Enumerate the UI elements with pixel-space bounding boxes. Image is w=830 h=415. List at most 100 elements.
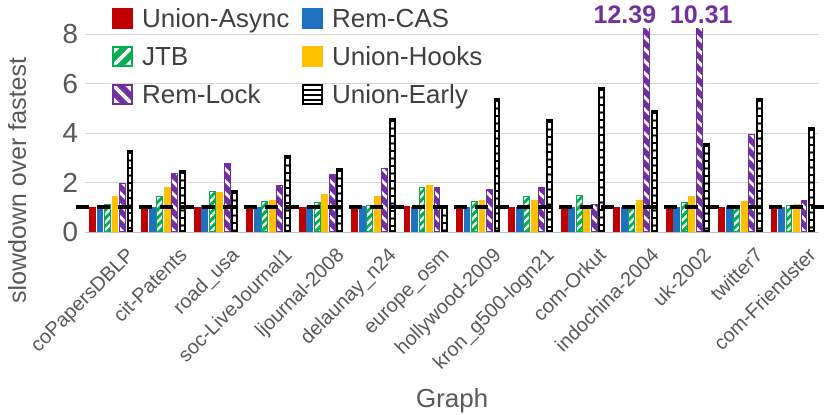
legend-item-union-hooks: Union-Hooks xyxy=(302,41,482,71)
legend-item-union-early: Union-Early xyxy=(302,79,482,109)
bar-rem-lock-com-orkut xyxy=(590,203,598,232)
bar-union-async-road_usa xyxy=(193,207,201,232)
bar-rem-cas-kron_g500-logn21 xyxy=(515,207,523,232)
y-axis-tick-label: 6 xyxy=(62,67,78,99)
bar-rem-lock-hollywood-2009 xyxy=(486,188,493,232)
bar-union-async-com-orkut xyxy=(560,207,568,232)
legend-item-jtb: JTB xyxy=(112,41,302,71)
bar-rem-lock-com-friendster xyxy=(800,199,808,232)
legend-item-union-async: Union-Async xyxy=(112,3,302,33)
bar-union-async-soc-livejournal1 xyxy=(246,207,254,232)
bar-union-hooks-cit-patents xyxy=(163,187,171,232)
rem-cas-swatch-icon xyxy=(302,7,323,29)
bar-union-early-com-orkut xyxy=(598,87,606,232)
legend-item-rem-cas: Rem-CAS xyxy=(302,3,482,33)
bar-jtb-twitter7 xyxy=(733,206,740,232)
gridline xyxy=(85,182,819,183)
bar-union-hooks-delaunay_n24 xyxy=(373,196,381,232)
bar-union-async-europe_osm xyxy=(403,206,411,232)
legend-label: Union-Hooks xyxy=(332,40,483,71)
bar-rem-lock-kron_g500-logn21 xyxy=(538,187,546,232)
bar-union-async-com-friendster xyxy=(770,207,778,232)
bar-union-early-indochina-2004 xyxy=(650,109,658,232)
bar-rem-cas-ljournal-2008 xyxy=(306,206,314,232)
bar-rem-lock-twitter7 xyxy=(748,134,755,232)
bar-union-early-com-friendster xyxy=(808,126,815,232)
bar-rem-cas-copapersdblp xyxy=(96,207,104,232)
bar-jtb-europe_osm xyxy=(418,187,426,232)
y-axis-tick-label: 0 xyxy=(62,216,78,247)
y-axis-title: slowdown over fastest xyxy=(4,57,32,303)
bar-rem-lock-road_usa xyxy=(223,162,231,232)
chart-legend: Union-Async Rem-CAS JTB Union-Hooks Rem-… xyxy=(112,3,482,109)
legend-label: Union-Async xyxy=(142,2,290,33)
bar-rem-cas-road_usa xyxy=(201,204,209,232)
gridline xyxy=(85,132,819,134)
bar-rem-lock-europe_osm xyxy=(433,187,441,232)
bar-jtb-copapersdblp xyxy=(104,203,111,232)
bar-union-async-delaunay_n24 xyxy=(351,207,358,232)
bar-rem-cas-soc-livejournal1 xyxy=(253,207,261,232)
legend-label: Rem-CAS xyxy=(332,2,450,33)
bar-rem-cas-com-friendster xyxy=(778,207,785,232)
bar-union-hooks-ljournal-2008 xyxy=(321,193,329,232)
bar-union-hooks-uk-2002 xyxy=(688,196,696,232)
bar-jtb-uk-2002 xyxy=(680,202,688,232)
bar-union-hooks-indochina-2004 xyxy=(635,199,643,232)
clipped-bar-value-label: 10.31 xyxy=(669,1,733,29)
bar-rem-cas-hollywood-2009 xyxy=(463,207,471,232)
bar-rem-cas-com-orkut xyxy=(568,207,576,232)
bar-rem-cas-uk-2002 xyxy=(673,207,681,232)
legend-label: JTB xyxy=(142,40,189,71)
x-axis-baseline xyxy=(85,232,819,233)
bar-rem-lock-uk-2002 xyxy=(695,28,703,232)
bar-union-early-delaunay_n24 xyxy=(388,118,396,232)
bar-rem-cas-indochina-2004 xyxy=(620,207,628,232)
bar-union-async-copapersdblp xyxy=(89,207,96,232)
y-axis-tick-label: 8 xyxy=(62,18,78,49)
union-early-swatch-icon xyxy=(302,83,323,105)
legend-item-rem-lock: Rem-Lock xyxy=(112,79,302,109)
bar-union-early-soc-livejournal1 xyxy=(283,155,291,232)
union-hooks-swatch-icon xyxy=(302,45,323,67)
legend-label: Rem-Lock xyxy=(142,78,261,109)
clipped-bar-value-label: 12.39 xyxy=(593,1,657,29)
union-async-swatch-icon xyxy=(112,7,133,29)
bar-rem-lock-cit-patents xyxy=(171,172,179,232)
bar-rem-cas-delaunay_n24 xyxy=(358,206,366,232)
legend-label: Union-Early xyxy=(332,78,468,109)
bar-union-early-uk-2002 xyxy=(703,142,711,232)
bar-rem-lock-indochina-2004 xyxy=(643,28,651,232)
bar-rem-cas-twitter7 xyxy=(725,206,733,232)
bar-rem-lock-ljournal-2008 xyxy=(328,173,336,232)
bar-jtb-cit-patents xyxy=(156,196,164,232)
bar-union-early-hollywood-2009 xyxy=(493,98,501,232)
bar-jtb-kron_g500-logn21 xyxy=(523,196,531,232)
bar-union-early-copapersdblp xyxy=(126,150,134,232)
bar-union-hooks-twitter7 xyxy=(740,201,748,232)
bar-union-async-hollywood-2009 xyxy=(456,207,463,232)
bar-jtb-soc-livejournal1 xyxy=(261,201,269,232)
bar-union-early-ljournal-2008 xyxy=(336,167,344,232)
bar-union-hooks-kron_g500-logn21 xyxy=(530,199,538,232)
y-axis-tick-label: 2 xyxy=(62,166,78,198)
bar-union-hooks-hollywood-2009 xyxy=(478,199,486,232)
bar-rem-cas-cit-patents xyxy=(148,207,156,232)
bar-union-early-road_usa xyxy=(231,189,239,232)
gridline xyxy=(85,83,819,84)
bar-rem-lock-delaunay_n24 xyxy=(381,167,388,232)
bar-union-hooks-com-friendster xyxy=(793,203,800,232)
bar-union-async-kron_g500-logn21 xyxy=(508,207,516,232)
bar-union-async-ljournal-2008 xyxy=(298,207,306,232)
jtb-swatch-icon xyxy=(112,45,133,67)
rem-lock-swatch-icon xyxy=(112,83,133,105)
bar-union-async-cit-patents xyxy=(141,206,149,232)
bar-jtb-ljournal-2008 xyxy=(313,202,321,232)
bar-union-early-twitter7 xyxy=(755,98,763,232)
reference-line-y1 xyxy=(76,205,828,209)
bar-union-early-kron_g500-logn21 xyxy=(545,119,553,232)
bar-jtb-hollywood-2009 xyxy=(471,201,478,232)
x-axis-title: Graph xyxy=(415,383,489,413)
bar-jtb-com-orkut xyxy=(575,194,583,232)
